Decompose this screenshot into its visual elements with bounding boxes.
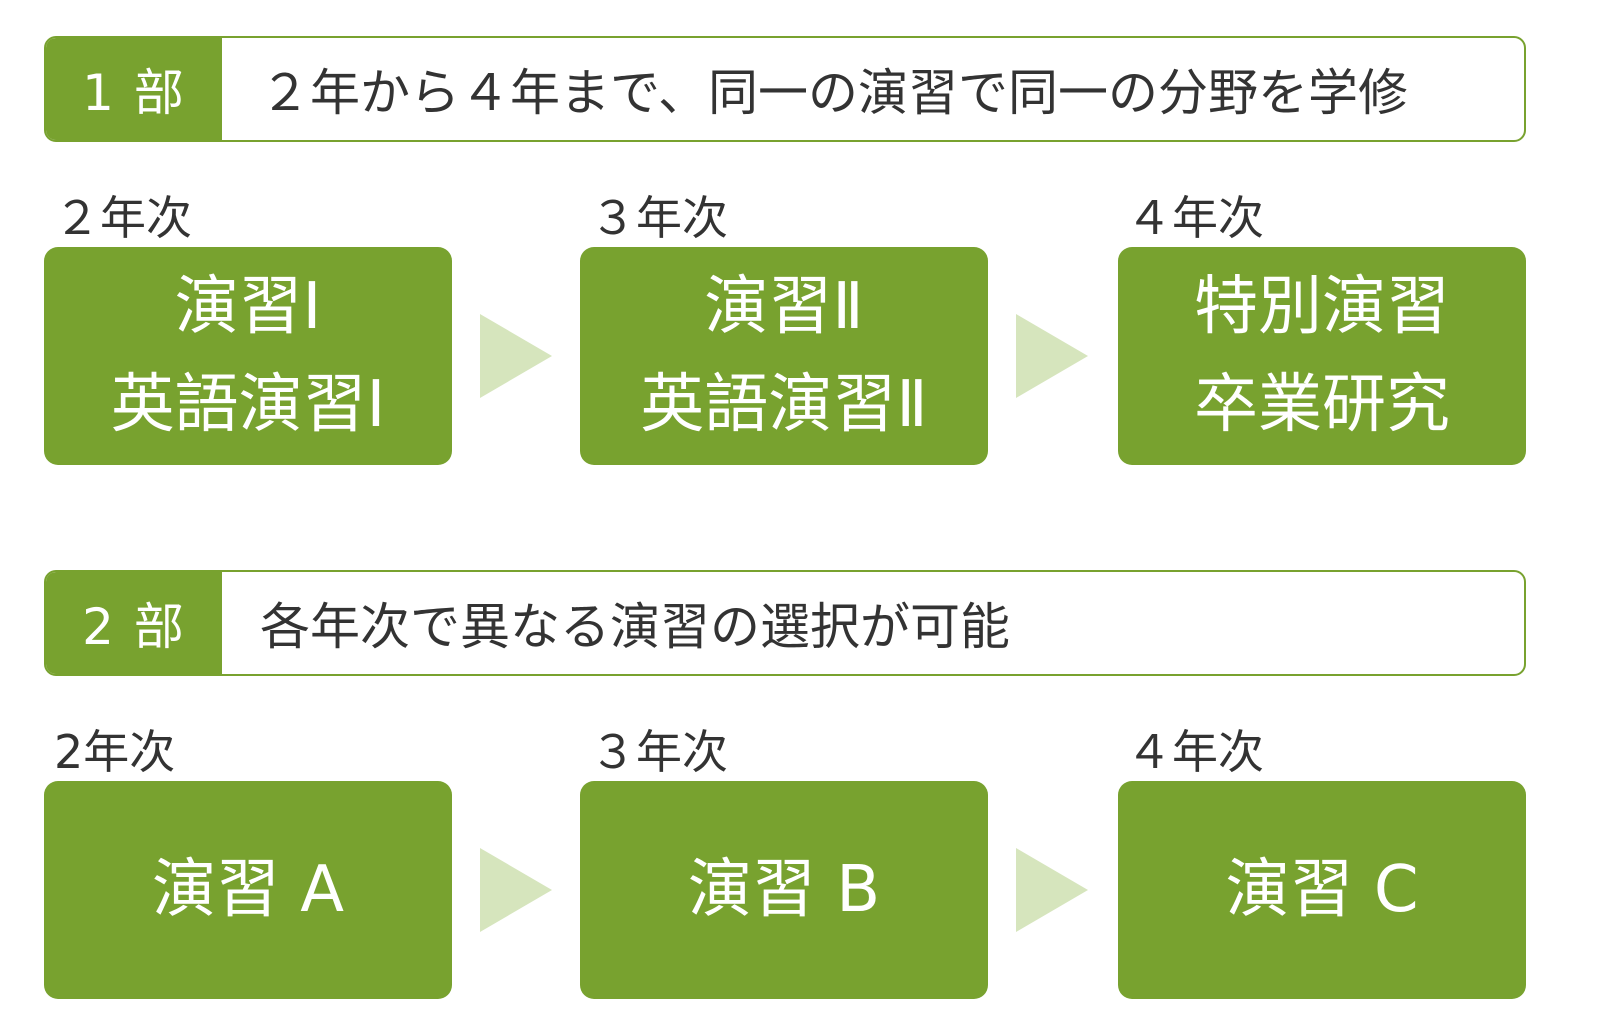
flow-arrow-icon: [1016, 314, 1088, 398]
step-line: 英語演習Ⅰ: [110, 368, 386, 442]
section-1-step-year-2: 演習Ⅰ 英語演習Ⅰ: [44, 247, 452, 465]
step-line: 演習Ⅱ: [704, 270, 864, 344]
flow-arrow-icon: [480, 314, 552, 398]
step-line: 卒業研究: [1194, 368, 1450, 442]
section-1-year-4-label: ４年次: [1126, 191, 1264, 245]
section-2-year-3-label: ３年次: [590, 725, 728, 779]
section-2-step-year-2: 演習 A: [44, 781, 452, 999]
section-1-step-year-4: 特別演習 卒業研究: [1118, 247, 1526, 465]
section-2-year-2-label: 2年次: [54, 725, 176, 779]
section-1-year-3-label: ３年次: [590, 191, 728, 245]
section-2-header: 2 部 各年次で異なる演習の選択が可能: [44, 570, 1526, 676]
step-line: 演習 A: [151, 853, 345, 927]
section-1-header: 1 部 ２年から４年まで、同一の演習で同一の分野を学修: [44, 36, 1526, 142]
step-line: 演習 C: [1225, 853, 1419, 927]
section-2-step-year-4: 演習 C: [1118, 781, 1526, 999]
section-1-label: 1 部: [46, 38, 222, 140]
section-2-description: 各年次で異なる演習の選択が可能: [260, 598, 1010, 656]
section-1-year-2-label: ２年次: [54, 191, 192, 245]
step-line: 英語演習Ⅱ: [640, 368, 928, 442]
flow-arrow-icon: [1016, 848, 1088, 932]
step-line: 演習 B: [687, 853, 881, 927]
section-2-year-4-label: ４年次: [1126, 725, 1264, 779]
step-line: 演習Ⅰ: [174, 270, 322, 344]
section-1-description: ２年から４年まで、同一の演習で同一の分野を学修: [260, 64, 1408, 122]
section-1-step-year-3: 演習Ⅱ 英語演習Ⅱ: [580, 247, 988, 465]
section-2-step-year-3: 演習 B: [580, 781, 988, 999]
step-line: 特別演習: [1194, 270, 1450, 344]
flow-arrow-icon: [480, 848, 552, 932]
section-2-label: 2 部: [46, 572, 222, 674]
